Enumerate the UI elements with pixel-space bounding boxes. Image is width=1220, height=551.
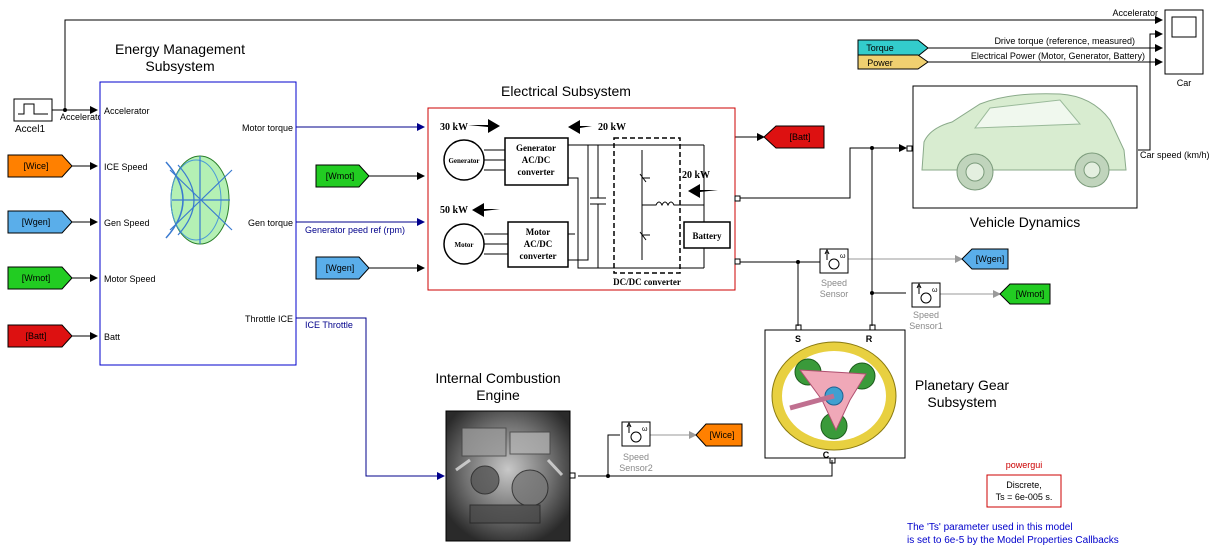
tag-torque[interactable]: Torque xyxy=(857,39,929,57)
port-r-label: R xyxy=(866,334,873,344)
tag-batt-in[interactable]: [Batt] xyxy=(7,324,73,348)
vehicle-dynamics-title: Vehicle Dynamics xyxy=(970,214,1081,230)
ems-out-gen-torque: Gen torque xyxy=(248,218,293,228)
svg-text:DC/DC converter: DC/DC converter xyxy=(613,277,681,287)
svg-text:[Wmot]: [Wmot] xyxy=(1016,289,1045,299)
note-line-1: The 'Ts' parameter used in this model xyxy=(907,522,1073,533)
tag-batt-out[interactable]: [Batt] xyxy=(763,125,825,149)
sensor2-label-1: Speed xyxy=(623,452,649,462)
accelerator-top-label: Accelerator xyxy=(1112,8,1158,18)
ems-in-gen-speed: Gen Speed xyxy=(104,218,150,228)
svg-text:converter: converter xyxy=(520,251,557,261)
planetary-title-1: Planetary Gear xyxy=(915,377,1009,393)
accel-source-label: Accel1 xyxy=(15,124,45,135)
speed-sensor2-block[interactable]: ω xyxy=(621,421,651,447)
tag-wgen-elec[interactable]: [Wgen] xyxy=(315,256,370,280)
electrical-title: Electrical Subsystem xyxy=(501,83,631,99)
svg-text:converter: converter xyxy=(518,167,555,177)
ice-title-1: Internal Combustion xyxy=(435,370,560,386)
planetary-title-2: Subsystem xyxy=(927,394,996,410)
note-line-2: is set to 6e-5 by the Model Properties C… xyxy=(907,535,1119,546)
car-speed-wire xyxy=(1138,30,1163,151)
ems-title-2: Subsystem xyxy=(145,58,214,74)
svg-text:AC/DC: AC/DC xyxy=(522,155,551,165)
svg-text:Power: Power xyxy=(867,58,893,68)
svg-text:ω: ω xyxy=(642,426,648,433)
sensor2-label-2: Sensor2 xyxy=(619,463,653,473)
ice-throttle-label: ICE Throttle xyxy=(305,320,353,330)
port-s-label: S xyxy=(795,334,801,344)
ems-in-accelerator: Accelerator xyxy=(104,106,150,116)
ems-out-motor-torque: Motor torque xyxy=(242,123,293,133)
throttle-wire xyxy=(296,317,445,480)
svg-text:[Wgen]: [Wgen] xyxy=(976,254,1005,264)
powergui-line-1: Discrete, xyxy=(1006,480,1042,490)
ems-logo-icon xyxy=(165,155,233,245)
generator-ref-label: Generator peed ref (rpm) xyxy=(305,225,405,235)
omega-label: ω xyxy=(840,253,846,260)
powergui-title: powergui xyxy=(1006,460,1043,470)
svg-text:[Wice]: [Wice] xyxy=(709,430,734,440)
elec-vehicle-wire xyxy=(740,144,907,199)
car-scope-label: Car xyxy=(1177,78,1192,88)
tag-wice-out[interactable]: [Wice] xyxy=(695,423,743,447)
svg-text:Battery: Battery xyxy=(693,231,722,241)
tag-wmot-elec[interactable]: [Wmot] xyxy=(315,164,370,188)
car-scope-block[interactable] xyxy=(1164,9,1204,75)
svg-text:Generator: Generator xyxy=(448,157,479,165)
tag-wgen-in[interactable]: [Wgen] xyxy=(7,210,73,234)
svg-text:[Batt]: [Batt] xyxy=(25,331,46,341)
tag-wmot-in[interactable]: [Wmot] xyxy=(7,266,73,290)
svg-text:ω: ω xyxy=(932,287,938,294)
electrical-schematic: 30 kW 20 kW 20 kW 50 kW Generator Genera… xyxy=(440,119,731,287)
svg-text:Motor: Motor xyxy=(454,241,473,249)
svg-text:20 kW: 20 kW xyxy=(682,170,710,181)
electrical-power-label: Electrical Power (Motor, Generator, Batt… xyxy=(971,51,1145,61)
powergui-line-2: Ts = 6e-005 s. xyxy=(996,492,1053,502)
ems-in-batt: Batt xyxy=(104,332,121,342)
sensor1-label-2: Sensor1 xyxy=(909,321,943,331)
electrical-subsystem-block[interactable] xyxy=(427,107,736,291)
ice-title-2: Engine xyxy=(476,387,520,403)
sensor1-label-1: Speed xyxy=(913,310,939,320)
speed-sensor1-block[interactable]: ω xyxy=(911,282,941,308)
svg-text:[Batt]: [Batt] xyxy=(789,132,810,142)
svg-text:[Wgen]: [Wgen] xyxy=(22,217,51,227)
tag-wmot-out[interactable]: [Wmot] xyxy=(999,283,1051,305)
svg-text:Generator: Generator xyxy=(516,143,556,153)
svg-text:20 kW: 20 kW xyxy=(598,122,626,133)
port-c-label: C xyxy=(823,450,830,460)
svg-text:[Wmot]: [Wmot] xyxy=(22,273,51,283)
powergui-block[interactable] xyxy=(986,474,1062,508)
svg-text:30 kW: 30 kW xyxy=(440,122,468,133)
ems-in-motor-speed: Motor Speed xyxy=(104,274,156,284)
car-icon xyxy=(921,93,1127,191)
car-speed-label: Car speed (km/h) xyxy=(1140,150,1210,160)
svg-text:[Wmot]: [Wmot] xyxy=(326,171,355,181)
accelerator-signal-label: Accelerator xyxy=(60,112,106,122)
accel-source-block[interactable] xyxy=(13,98,53,122)
drive-torque-label: Drive torque (reference, measured) xyxy=(994,36,1135,46)
planetary-gear-icon xyxy=(771,341,897,451)
sensor-label-1b: Sensor xyxy=(820,289,849,299)
svg-text:[Wgen]: [Wgen] xyxy=(326,263,355,273)
svg-text:Torque: Torque xyxy=(866,43,894,53)
svg-text:AC/DC: AC/DC xyxy=(524,239,553,249)
ems-title-1: Energy Management xyxy=(115,41,245,57)
svg-text:50 kW: 50 kW xyxy=(440,205,468,216)
tag-wice-in[interactable]: [Wice] xyxy=(7,154,73,178)
svg-text:[Wice]: [Wice] xyxy=(23,161,48,171)
engine-icon xyxy=(455,427,564,524)
sensor-label-1: Speed xyxy=(821,278,847,288)
ems-out-throttle-ice: Throttle ICE xyxy=(245,314,293,324)
ems-in-ice-speed: ICE Speed xyxy=(104,162,148,172)
tag-power[interactable]: Power xyxy=(857,54,929,70)
speed-sensor-block[interactable]: ω xyxy=(819,248,849,274)
accelerator-wire-top xyxy=(64,16,1163,110)
tag-wgen-out[interactable]: [Wgen] xyxy=(961,248,1009,270)
svg-text:Motor: Motor xyxy=(526,227,551,237)
